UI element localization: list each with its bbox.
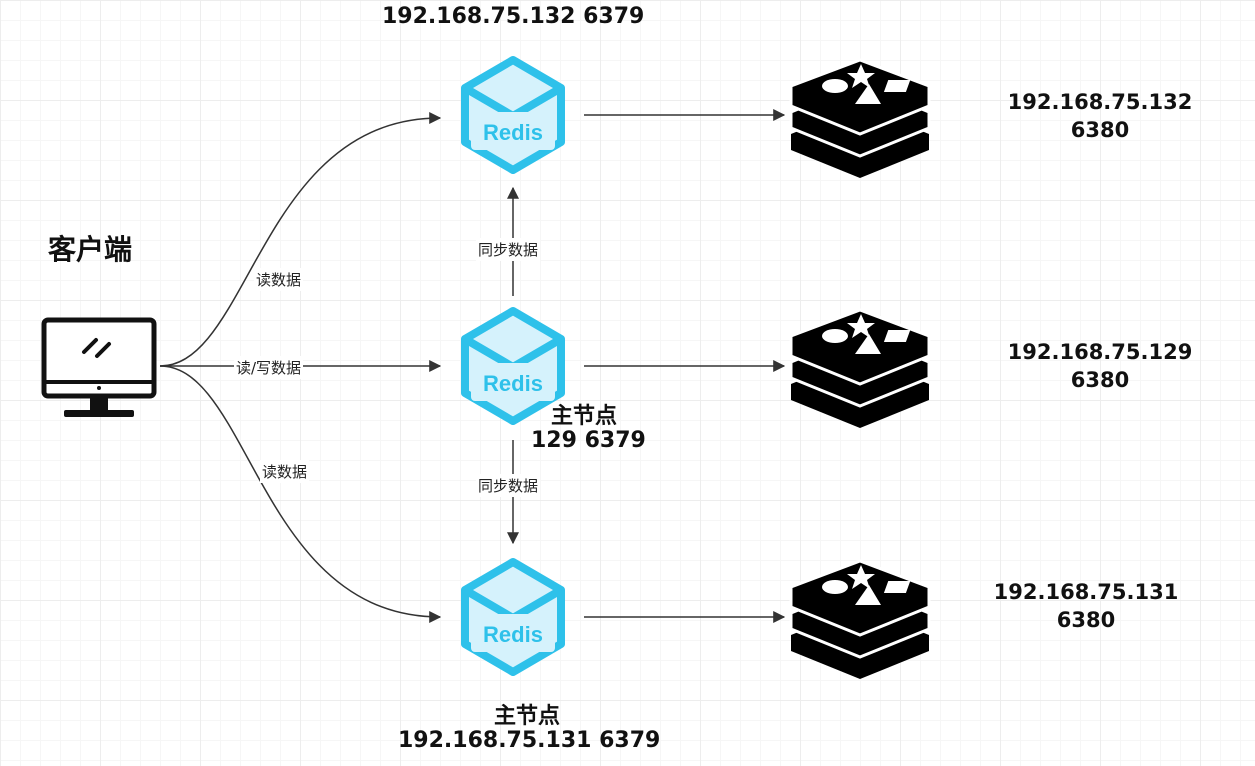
replica-top-label: 192.168.75.132 6380 bbox=[1000, 88, 1200, 144]
database-replica-middle-icon bbox=[789, 308, 931, 430]
node-bottom-ip-label: 192.168.75.131 6379 bbox=[398, 728, 661, 753]
redis-node-middle-icon bbox=[465, 311, 561, 421]
edge-label-read-bottom: 读数据 bbox=[260, 460, 310, 483]
replica-bottom-port: 6380 bbox=[1056, 608, 1116, 632]
edge-read-top bbox=[159, 112, 442, 367]
redis-node-top-text: Redis bbox=[483, 120, 543, 145]
replica-bottom-label: 192.168.75.131 6380 bbox=[986, 578, 1186, 634]
node-middle-role: 主节点 bbox=[551, 404, 618, 429]
replica-top-port: 6380 bbox=[1070, 118, 1130, 142]
replica-middle-label: 192.168.75.129 6380 bbox=[1000, 338, 1200, 394]
redis-node-bottom-icon bbox=[465, 562, 561, 672]
edge-read-bottom bbox=[159, 365, 442, 623]
client-label: 客户端 bbox=[48, 233, 133, 266]
database-replica-bottom-icon bbox=[789, 559, 931, 681]
redis-node-bottom-text: Redis bbox=[483, 622, 543, 647]
node-bottom-role: 主节点 bbox=[494, 704, 561, 729]
edge-label-sync-up: 同步数据 bbox=[476, 238, 541, 261]
replica-top-ip: 192.168.75.132 bbox=[1007, 90, 1193, 114]
replica-middle-ip: 192.168.75.129 bbox=[1007, 340, 1193, 364]
replica-middle-port: 6380 bbox=[1070, 368, 1130, 392]
database-replica-top-icon bbox=[789, 58, 931, 180]
node-middle-ip-label: 129 6379 bbox=[531, 428, 646, 453]
edge-label-read-top: 读数据 bbox=[254, 268, 304, 291]
monitor-icon bbox=[41, 317, 157, 417]
redis-node-top-icon bbox=[465, 60, 561, 170]
edge-label-sync-down: 同步数据 bbox=[476, 474, 541, 497]
replica-bottom-ip: 192.168.75.131 bbox=[993, 580, 1179, 604]
node-top-ip-label: 192.168.75.132 6379 bbox=[382, 4, 645, 29]
redis-node-middle-text: Redis bbox=[483, 371, 543, 396]
edge-label-read-write: 读/写数据 bbox=[234, 356, 304, 379]
